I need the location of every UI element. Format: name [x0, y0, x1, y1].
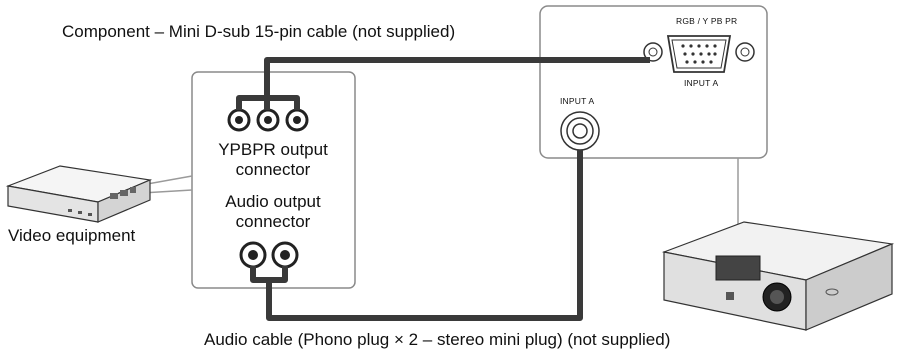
- mini-dsub-connector-icon: [643, 35, 755, 73]
- audio-label-line1: Audio output: [225, 192, 321, 211]
- projector-icon: [661, 221, 895, 331]
- component-cable-label: Component – Mini D-sub 15-pin cable (not…: [62, 22, 456, 41]
- ypbpr-label-line2: connector: [235, 159, 311, 179]
- audio-cable-label: Audio cable (Phono plug × 2 – stereo min…: [204, 330, 671, 349]
- video-equipment-icon: [5, 165, 153, 223]
- video-equipment-label: Video equipment: [8, 226, 136, 245]
- rgb-port-label: RGB / Y PB PR: [676, 16, 738, 26]
- component-cable-split: [236, 95, 300, 110]
- ypbpr-connector-label: YPBPR output connector: [198, 140, 348, 179]
- stereo-mini-jack-icon: [560, 111, 600, 151]
- ypbpr-label-line1: YPBPR output: [218, 140, 328, 159]
- audio-label-line2: connector: [235, 211, 311, 231]
- rca-jack-icon: [227, 108, 309, 132]
- audio-connector-label: Audio output connector: [198, 192, 348, 231]
- component-cable: [264, 57, 650, 110]
- audio-cable: [266, 150, 583, 321]
- rgb-input-a-label: INPUT A: [684, 78, 719, 88]
- audio-input-a-label: INPUT A: [560, 96, 595, 106]
